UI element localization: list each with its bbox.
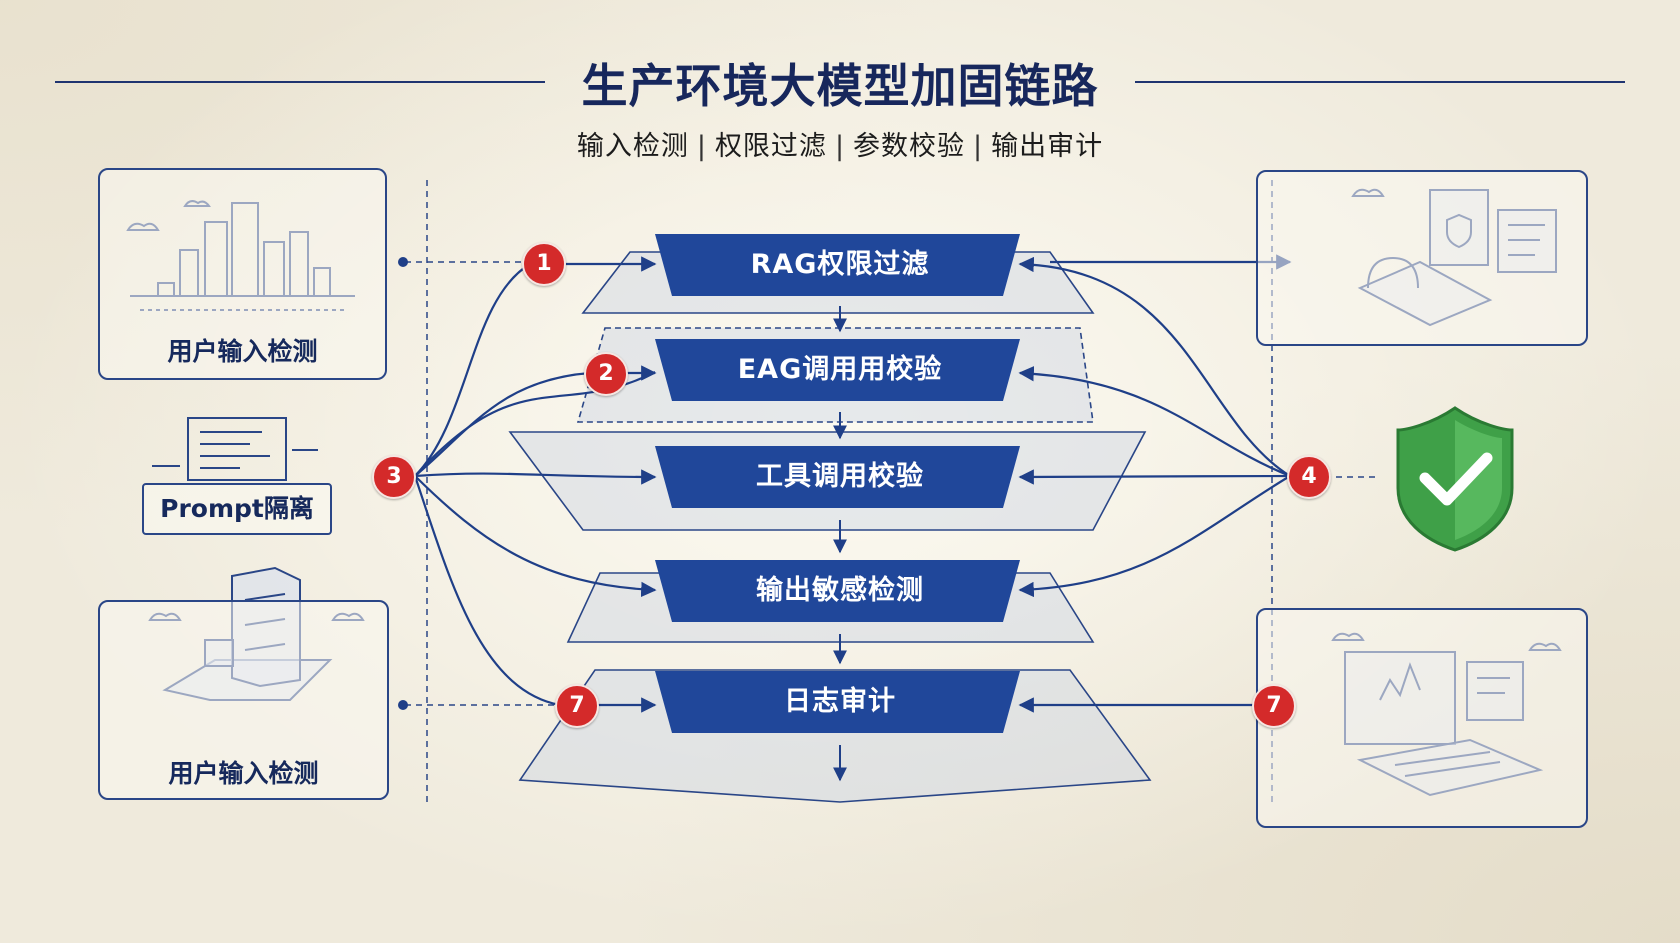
stage-shapes	[655, 234, 1020, 733]
subtitle-separator: |	[973, 131, 984, 162]
card-user-input-top: 用户输入检测	[98, 168, 387, 380]
step-badge-7-left: 7	[555, 684, 599, 728]
stage-tool-call-check: 工具调用校验	[756, 461, 924, 492]
stage-shape-2	[655, 339, 1020, 401]
card-label: 用户输入检测	[167, 337, 318, 366]
prompt-isolation-box: Prompt隔离	[142, 483, 332, 535]
subtitle-separator: |	[696, 131, 707, 162]
right-connectors	[1018, 254, 1292, 713]
stage-shape-3	[655, 446, 1020, 508]
title-row: 生产环境大模型加固链路	[0, 50, 1680, 120]
connector-dot	[398, 700, 408, 710]
step-badge-1: 1	[522, 242, 566, 286]
step-badge-4: 4	[1287, 455, 1331, 499]
subtitle-item: 权限过滤	[714, 131, 827, 162]
stage-log-audit: 日志审计	[784, 686, 896, 717]
stage-shape-5	[655, 671, 1020, 733]
stage-rag-permission-filter: RAG权限过滤	[750, 249, 930, 280]
connector-dot	[398, 257, 408, 267]
stage-output-sensitive-check: 输出敏感检测	[756, 575, 924, 606]
card-secure-terminal	[1256, 170, 1588, 346]
shield-check-icon	[1396, 406, 1514, 552]
stage-eag-call-check: EAG调用用校验	[737, 354, 943, 385]
stage-shape-4	[655, 560, 1020, 622]
card-user-input-bottom: 用户输入检测	[98, 600, 389, 800]
page-title: 生产环境大模型加固链路	[581, 59, 1099, 113]
title-rule-left	[55, 81, 545, 83]
monitor-icon	[152, 417, 318, 481]
stage-shape-1	[655, 234, 1020, 296]
left-connectors	[413, 256, 657, 713]
subtitle-item: 参数校验	[853, 131, 966, 162]
card-label: 用户输入检测	[168, 759, 319, 788]
subtitle-item: 输入检测	[576, 131, 689, 162]
card-audit-laptop	[1256, 608, 1588, 828]
subtitle: 输入检测|权限过滤|参数校验|输出审计	[0, 124, 1680, 163]
subtitle-item: 输出审计	[991, 131, 1104, 162]
title-rule-right	[1135, 81, 1625, 83]
step-badge-7-right: 7	[1252, 684, 1296, 728]
step-badge-2: 2	[584, 352, 628, 396]
subtitle-separator: |	[834, 131, 846, 162]
step-badge-3: 3	[372, 455, 416, 499]
